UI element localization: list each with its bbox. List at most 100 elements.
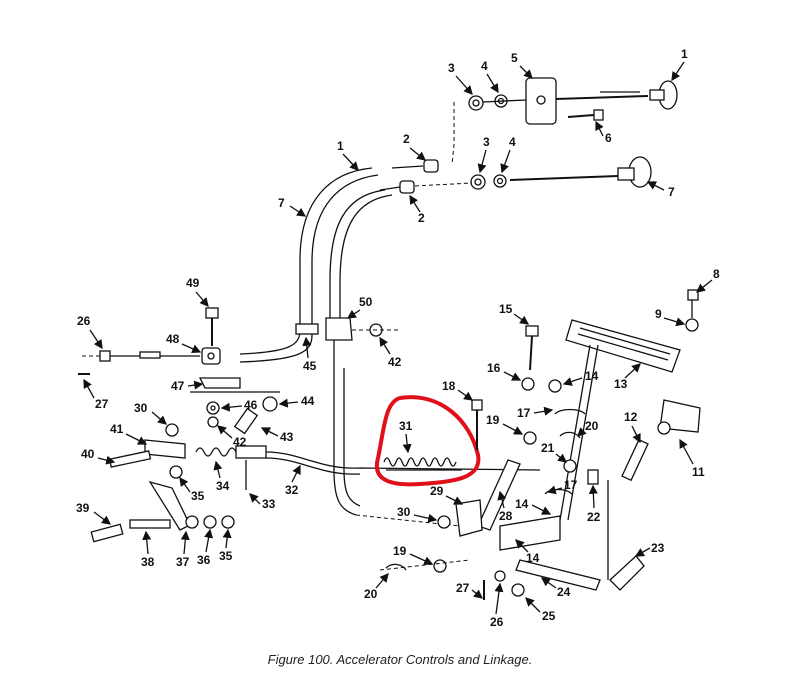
svg-text:38: 38 — [141, 555, 155, 569]
svg-text:4: 4 — [509, 135, 516, 149]
svg-text:30: 30 — [134, 401, 148, 415]
svg-text:4: 4 — [481, 59, 488, 73]
callout: 16 — [487, 361, 522, 381]
callout: 48 — [166, 332, 202, 353]
callout: 4 — [500, 135, 516, 174]
callout: 45 — [302, 336, 317, 373]
callout: 19 — [486, 413, 524, 435]
svg-text:17: 17 — [564, 478, 578, 492]
svg-text:9: 9 — [655, 307, 662, 321]
callout: 2 — [403, 132, 427, 161]
callout: 42 — [379, 336, 402, 369]
callout: 29 — [430, 484, 464, 505]
callout: 7 — [646, 181, 675, 199]
callout: 34 — [213, 460, 230, 493]
svg-text:26: 26 — [490, 615, 504, 629]
svg-text:7: 7 — [278, 196, 285, 210]
svg-text:29: 29 — [430, 484, 444, 498]
callout: 46 — [220, 398, 258, 412]
callout-labels: 1 1 2 2 3 3 4 4 5 6 7 7 8 9 11 12 13 14 … — [76, 47, 720, 629]
callout: 35 — [179, 476, 205, 503]
callout: 47 — [171, 379, 204, 393]
svg-text:8: 8 — [713, 267, 720, 281]
svg-text:48: 48 — [166, 332, 180, 346]
svg-text:39: 39 — [76, 501, 90, 515]
callout: 33 — [249, 493, 276, 511]
svg-text:30: 30 — [397, 505, 411, 519]
callout: 6 — [595, 120, 612, 145]
callout: 18 — [442, 379, 474, 401]
callout: 17 — [517, 406, 554, 420]
svg-text:16: 16 — [487, 361, 501, 375]
callout: 38 — [141, 530, 155, 569]
callout: 26 — [77, 314, 103, 350]
svg-text:1: 1 — [337, 139, 344, 153]
clamp-assembly — [295, 317, 461, 527]
upper-cable-assembly — [239, 77, 678, 363]
svg-text:18: 18 — [442, 379, 456, 393]
svg-text:34: 34 — [216, 479, 230, 493]
svg-text:49: 49 — [186, 276, 200, 290]
callout: 35 — [219, 528, 233, 563]
callout: 1 — [337, 139, 359, 171]
callout: 43 — [260, 427, 294, 444]
callout: 40 — [81, 447, 116, 465]
svg-text:47: 47 — [171, 379, 185, 393]
callout: 26 — [490, 582, 504, 629]
callout: 41 — [110, 422, 148, 445]
svg-text:20: 20 — [364, 587, 378, 601]
accelerator-pedal — [565, 319, 681, 373]
svg-text:24: 24 — [557, 585, 571, 599]
callout: 7 — [278, 196, 307, 217]
svg-text:45: 45 — [303, 359, 317, 373]
callout: 9 — [655, 307, 686, 327]
callout: 14 — [515, 497, 552, 515]
callout: 30 — [397, 505, 438, 523]
svg-text:1: 1 — [681, 47, 688, 61]
callout: 17 — [546, 478, 578, 495]
callout: 27 — [456, 581, 484, 599]
svg-text:3: 3 — [483, 135, 490, 149]
svg-text:43: 43 — [280, 430, 294, 444]
svg-text:46: 46 — [244, 398, 258, 412]
left-linkage — [78, 307, 541, 543]
svg-text:31: 31 — [399, 419, 413, 433]
callout: 27 — [83, 378, 109, 411]
callout: 20 — [364, 573, 389, 601]
svg-text:14: 14 — [515, 497, 529, 511]
svg-text:25: 25 — [542, 609, 556, 623]
callout: 8 — [695, 267, 720, 293]
callout: 39 — [76, 501, 112, 525]
svg-text:2: 2 — [418, 211, 425, 225]
svg-text:14: 14 — [526, 551, 540, 565]
callout: 24 — [540, 577, 571, 599]
callout: 3 — [448, 61, 473, 95]
figure-caption: Figure 100. Accelerator Controls and Lin… — [267, 652, 533, 667]
callout: 20 — [577, 419, 599, 437]
svg-text:35: 35 — [191, 489, 205, 503]
callout: 21 — [541, 441, 568, 463]
callout: 31 — [399, 419, 413, 454]
callout: 12 — [624, 410, 641, 444]
callout: 22 — [587, 484, 601, 524]
svg-text:50: 50 — [359, 295, 373, 309]
svg-text:42: 42 — [233, 435, 247, 449]
callout: 15 — [499, 302, 530, 325]
svg-text:7: 7 — [668, 185, 675, 199]
callout: 19 — [393, 544, 434, 565]
svg-text:22: 22 — [587, 510, 601, 524]
svg-text:44: 44 — [301, 394, 315, 408]
spring-31 — [383, 457, 462, 471]
callout: 11 — [679, 438, 705, 479]
svg-text:32: 32 — [285, 483, 299, 497]
callout: 2 — [409, 194, 425, 225]
svg-text:27: 27 — [95, 397, 109, 411]
svg-text:36: 36 — [197, 553, 211, 567]
svg-text:2: 2 — [403, 132, 410, 146]
svg-text:21: 21 — [541, 441, 555, 455]
svg-text:40: 40 — [81, 447, 95, 461]
svg-text:28: 28 — [499, 509, 513, 523]
svg-text:20: 20 — [585, 419, 599, 433]
svg-text:19: 19 — [486, 413, 500, 427]
